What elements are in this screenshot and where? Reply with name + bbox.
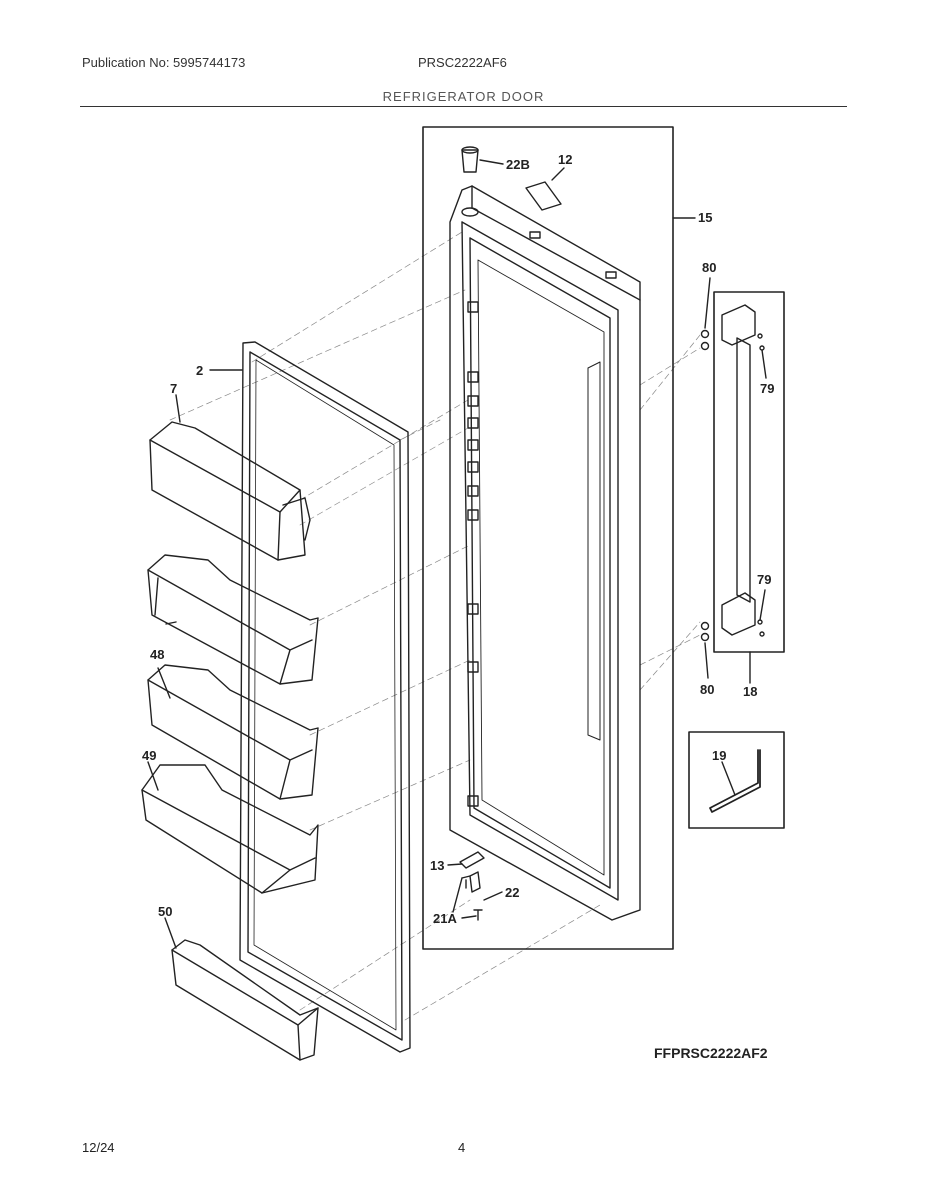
handle-box [713,291,785,653]
wrench-box [688,731,785,829]
callout-80-top: 80 [702,260,716,275]
callout-80-bottom: 80 [700,682,714,697]
figure-code: FFPRSC2222AF2 [654,1045,768,1061]
door-handle-part [721,304,756,636]
callout-18: 18 [743,684,757,699]
gallon-bin-part [141,764,319,894]
small-bin-part [171,939,319,1061]
callout-79-top: 79 [760,381,774,396]
callout-49: 49 [142,748,156,763]
door-body [449,185,641,921]
door-bin-part-2 [147,664,319,800]
door-gasket-part [239,341,411,1053]
callout-79-bottom: 79 [757,572,771,587]
alignment-lines [169,231,701,1021]
label-plate-part [525,181,562,211]
header-rule [80,106,847,107]
callout-19: 19 [712,748,726,763]
callout-50: 50 [158,904,172,919]
footer-date: 12/24 [82,1140,115,1155]
screw-parts [700,329,710,642]
door-assembly-box [422,126,674,950]
callout-22: 22 [505,885,519,900]
section-title: REFRIGERATOR DOOR [382,89,545,104]
callout-12: 12 [558,152,572,167]
publication-number: Publication No: 5995744173 [82,55,246,70]
bushing-part [461,146,479,173]
callout-21a: 21A [433,911,457,926]
callout-2: 2 [196,363,203,378]
set-screw-parts [757,333,765,637]
model-number: PRSC2222AF6 [418,55,507,70]
door-bin-part [147,554,319,685]
callout-48: 48 [150,647,164,662]
dairy-bin-part [149,421,311,561]
hinge-parts [459,851,485,921]
callout-15: 15 [698,210,712,225]
page-number: 4 [458,1140,466,1155]
hex-wrench-part [709,749,761,813]
callout-13: 13 [430,858,444,873]
callout-7: 7 [170,381,177,396]
callout-22b: 22B [506,157,530,172]
